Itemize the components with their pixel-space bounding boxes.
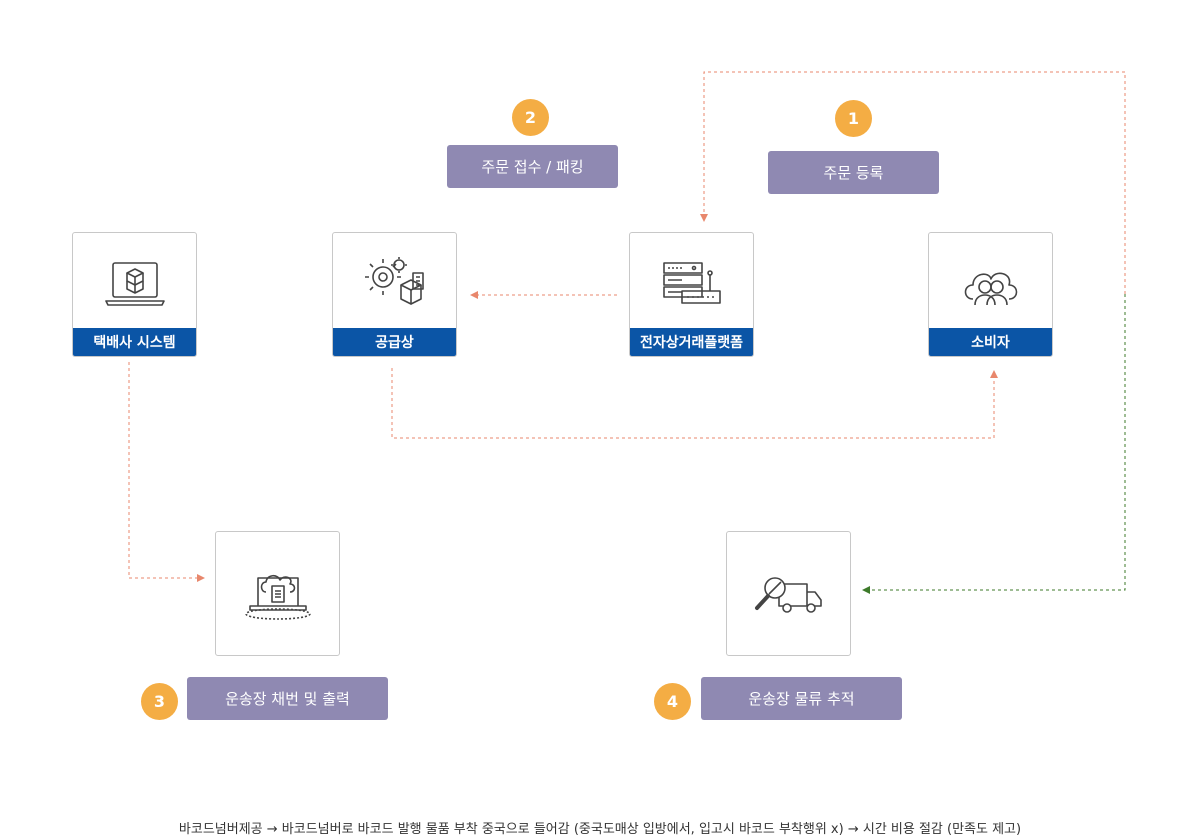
people-cloud-icon <box>929 253 1052 317</box>
gears-box-icon <box>333 253 456 317</box>
tracking-node <box>726 531 851 656</box>
consumer-label: 소비자 <box>929 328 1052 356</box>
step-4-label: 운송장 물류 추적 <box>701 677 902 720</box>
waybill-print-node <box>215 531 340 656</box>
flow-courier-to-waybill <box>128 362 205 582</box>
server-router-icon <box>630 253 753 317</box>
laptop-boxes-icon <box>73 253 196 317</box>
step-1-badge: 1 <box>835 100 872 137</box>
step-4-badge: 4 <box>654 683 691 720</box>
courier-system-node: 택배사 시스템 <box>72 232 197 357</box>
consumer-node: 소비자 <box>928 232 1053 357</box>
step-3-label: 운송장 채번 및 출력 <box>187 677 388 720</box>
courier-system-label: 택배사 시스템 <box>73 328 196 356</box>
step-2-label: 주문 접수 / 패킹 <box>447 145 618 188</box>
platform-node: 전자상거래플랫폼 <box>629 232 754 357</box>
flow-consumer-to-tracking <box>862 294 1126 594</box>
step-2-badge: 2 <box>512 99 549 136</box>
laptop-cloud-print-icon <box>216 562 339 626</box>
platform-label: 전자상거래플랫폼 <box>630 328 753 356</box>
supplier-node: 공급상 <box>332 232 457 357</box>
step-1-label: 주문 등록 <box>768 151 939 194</box>
flow-supplier-to-consumer <box>391 368 998 439</box>
footnote-text: 바코드넘버제공 → 바코드넘버로 바코드 발행 물품 부착 중국으로 들어감 (… <box>178 822 1022 837</box>
flow-consumer-to-platform <box>700 71 1126 294</box>
step-3-badge: 3 <box>141 683 178 720</box>
supplier-label: 공급상 <box>333 328 456 356</box>
truck-search-icon <box>727 562 850 626</box>
